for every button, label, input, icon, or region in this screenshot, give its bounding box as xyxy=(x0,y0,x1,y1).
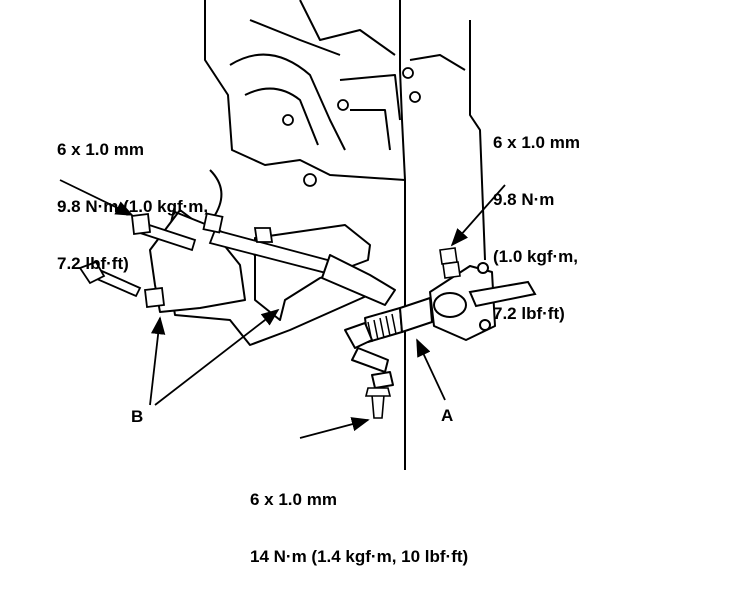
bracket-bolts xyxy=(131,212,274,308)
long-bolt-upper xyxy=(202,212,337,276)
small-bolts xyxy=(364,247,461,419)
bottom-spec-line-1: 6 x 1.0 mm xyxy=(250,490,337,509)
right-spec-line-2: 9.8 N·m xyxy=(493,190,555,209)
callout-b: B xyxy=(131,407,144,426)
pushrod-and-bracket xyxy=(344,322,394,389)
right-torque-spec: 6 x 1.0 mm 9.8 N·m (1.0 kgf·m, 7.2 lbf·f… xyxy=(493,95,580,361)
clutch-line xyxy=(468,280,537,308)
leader-arrows xyxy=(59,179,506,439)
callout-a: A xyxy=(441,406,454,425)
slave-cylinder xyxy=(321,254,496,343)
right-spec-line-4: 7.2 lbf·ft) xyxy=(493,304,565,323)
left-spec-line-3: 7.2 lbf·ft) xyxy=(57,254,129,273)
left-torque-spec: 6 x 1.0 mm 9.8 N·m (1.0 kgf·m, 7.2 lbf·f… xyxy=(57,102,208,311)
spring xyxy=(367,313,397,343)
long-bolt-lower xyxy=(78,260,142,298)
right-spec-line-1: 6 x 1.0 mm xyxy=(493,133,580,152)
bottom-torque-spec: 6 x 1.0 mm 14 N·m (1.4 kgf·m, 10 lbf·ft) xyxy=(250,452,468,604)
bolt-holes xyxy=(282,67,421,187)
left-spec-line-1: 6 x 1.0 mm xyxy=(57,140,144,159)
right-spec-line-3: (1.0 kgf·m, xyxy=(493,247,579,266)
left-spec-line-2: 9.8 N·m (1.0 kgf·m, xyxy=(57,197,209,216)
bottom-spec-line-2: 14 N·m (1.4 kgf·m, 10 lbf·ft) xyxy=(250,547,469,566)
